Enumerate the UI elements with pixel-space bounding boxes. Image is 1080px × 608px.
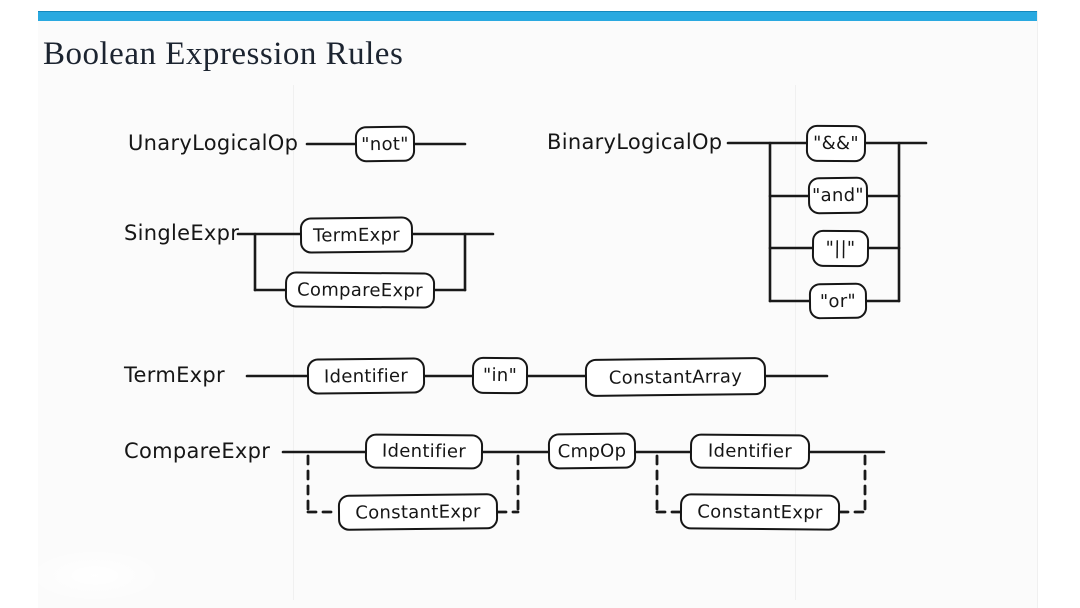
node-and-word-terminal: "and" — [807, 176, 869, 215]
background-gridline — [795, 85, 796, 600]
rule-label-unary-logical-op: UnaryLogicalOp — [128, 131, 299, 155]
node-in-terminal: "in" — [471, 356, 529, 395]
accent-bar — [38, 11, 1037, 21]
binary-rule-lines — [726, 141, 928, 303]
background-smudge — [25, 548, 165, 603]
node-not-terminal: "not" — [354, 125, 416, 163]
node-constant-array: ConstantArray — [584, 357, 767, 397]
node-cmp-op: CmpOp — [547, 432, 637, 470]
node-identifier: Identifier — [306, 357, 426, 395]
node-compare-expr: CompareExpr — [284, 271, 436, 309]
rule-label-term-expr: TermExpr — [124, 363, 225, 387]
rule-label-compare-expr: CompareExpr — [124, 439, 271, 463]
background-gridline — [293, 85, 294, 600]
rule-label-single-expr: SingleExpr — [124, 221, 240, 245]
node-term-expr: TermExpr — [299, 216, 414, 254]
compare-rule-lines — [281, 450, 886, 514]
node-or-word-terminal: "or" — [808, 282, 868, 320]
node-identifier-left: Identifier — [364, 433, 484, 470]
node-and-symbol-terminal: "&&" — [805, 124, 867, 163]
page-title: Boolean Expression Rules — [43, 36, 404, 72]
node-identifier-right: Identifier — [689, 433, 811, 470]
canvas-background — [38, 11, 1038, 608]
node-constant-expr-right: ConstantExpr — [679, 493, 841, 531]
node-or-symbol-terminal: "||" — [811, 229, 870, 268]
node-constant-expr-left: ConstantExpr — [337, 493, 499, 531]
single-rule-lines — [236, 232, 495, 292]
rule-label-binary-logical-op: BinaryLogicalOp — [547, 130, 723, 154]
